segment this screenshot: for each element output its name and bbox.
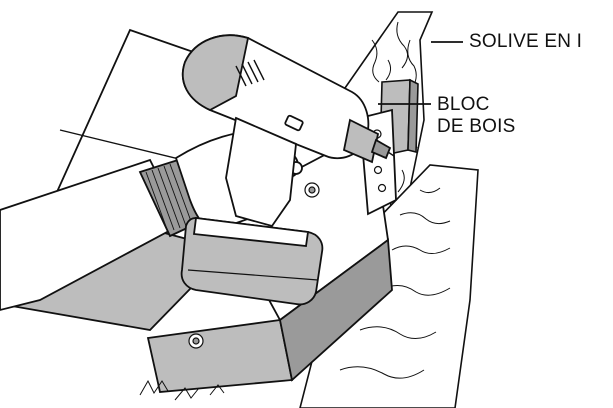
label-wood-block-line1: BLOC: [437, 94, 490, 115]
label-wood-block: BLOC DE BOIS: [437, 94, 515, 138]
cordless-drill: [180, 34, 395, 306]
label-wood-block-line2: DE BOIS: [437, 116, 516, 137]
callout-leaders: [378, 41, 463, 105]
lower-grain: [139, 379, 225, 401]
label-i-joist: SOLIVE EN I: [469, 31, 583, 52]
